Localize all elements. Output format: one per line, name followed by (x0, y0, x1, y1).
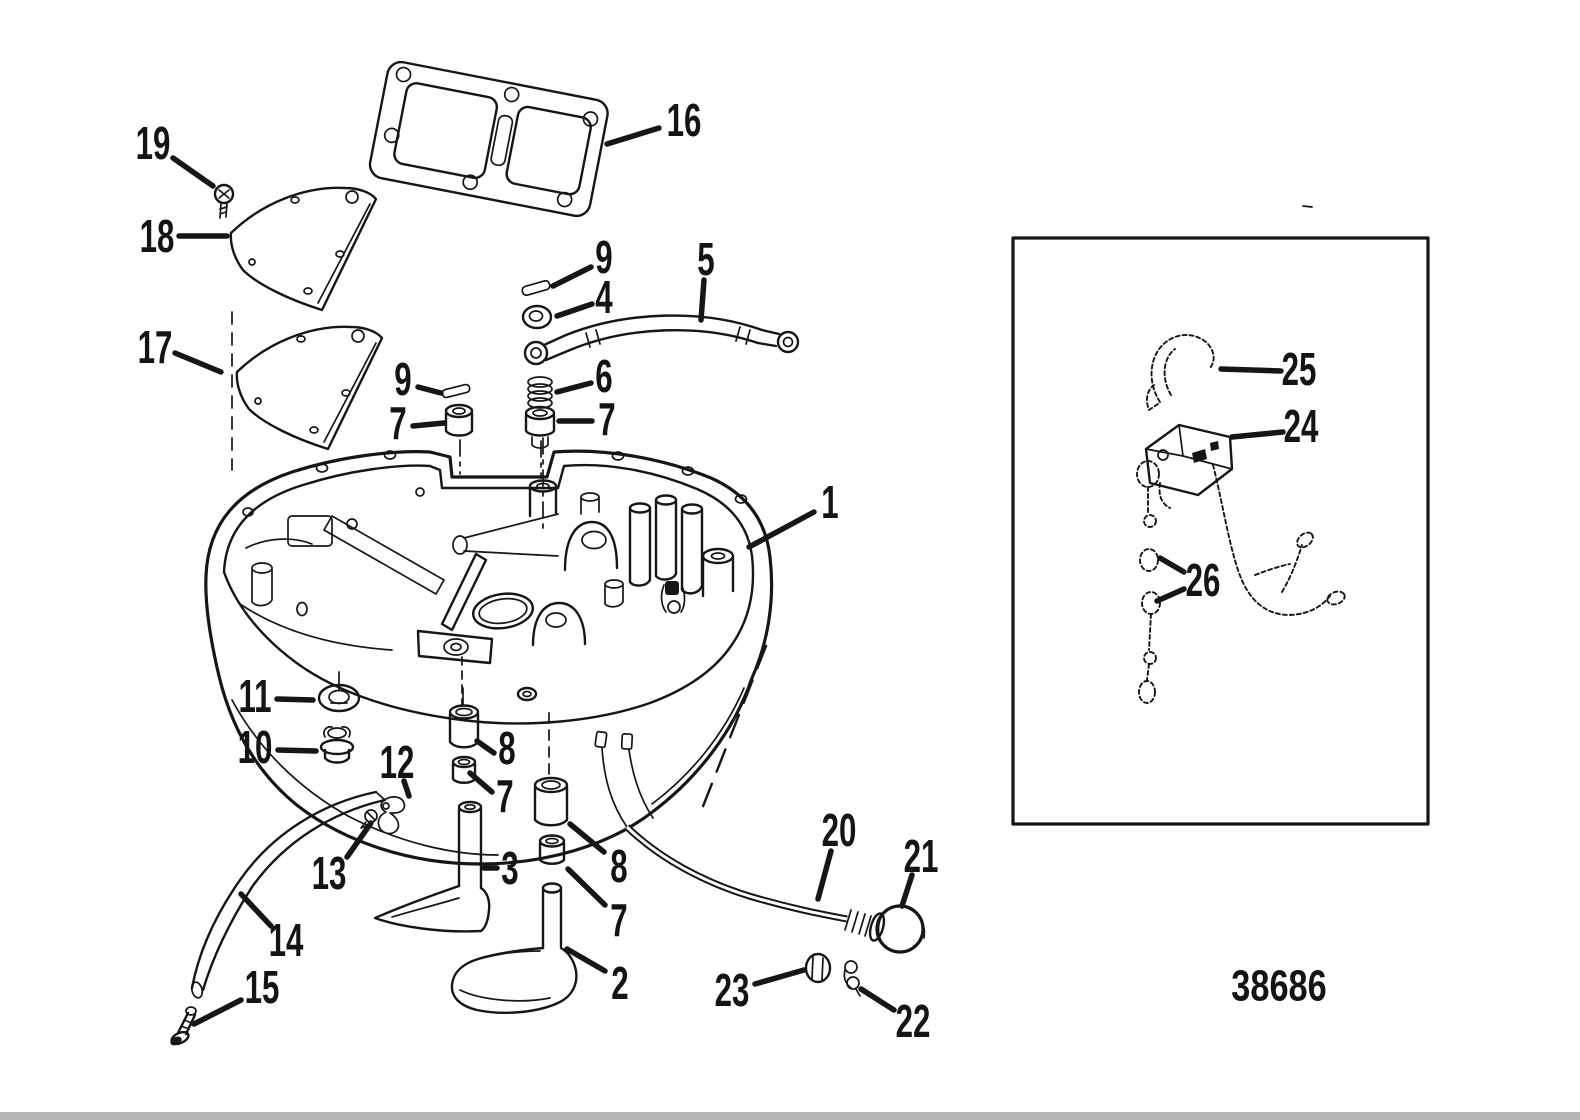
part-21-knob (875, 904, 926, 954)
inset-box (1011, 236, 1430, 826)
callout-part-7: 7 (389, 398, 406, 449)
part-16-gasket (368, 60, 609, 218)
callout-part-19: 19 (136, 118, 171, 169)
alignment-dashed-line (698, 644, 768, 816)
part-9-pin-left (441, 383, 471, 399)
part-25-bracket (1146, 334, 1215, 411)
part-12-clamp (377, 796, 406, 835)
leader-line-part-17 (172, 350, 224, 375)
callout-part-24: 24 (1284, 401, 1319, 452)
leader-line-part-7 (565, 866, 608, 908)
leader-line-part-9 (550, 264, 594, 289)
part-2-drain-spout (450, 882, 578, 1015)
part-11-grommet (317, 671, 361, 713)
leader-line-part-5 (698, 277, 707, 323)
callout-part-21: 21 (904, 831, 939, 882)
part-7-bushing-mid (451, 755, 477, 784)
part-19-screw (213, 183, 235, 219)
leader-line-part-15 (191, 997, 244, 1027)
callout-part-3: 3 (501, 843, 518, 894)
part-4-washer (521, 304, 553, 330)
leader-line-part-26 (1157, 555, 1187, 575)
part-22-clip (843, 960, 861, 997)
leader-line-part-12 (401, 778, 412, 799)
leader-line-part-9 (415, 384, 444, 396)
callout-part-1: 1 (821, 477, 838, 528)
part-15-screw (170, 1006, 197, 1046)
part-9-pin-top (521, 279, 551, 297)
callout-part-2: 2 (611, 958, 628, 1009)
callout-part-22: 22 (896, 996, 931, 1047)
part-5-ground-strap (523, 314, 800, 366)
callout-part-7: 7 (496, 771, 513, 822)
leader-line-part-14 (238, 891, 274, 929)
callout-part-11: 11 (238, 671, 271, 722)
callout-part-12: 12 (380, 737, 415, 788)
leader-line-part-20 (815, 848, 834, 902)
callout-part-15: 15 (245, 962, 280, 1013)
part-7-bushing-right (524, 405, 556, 449)
leader-line-part-2 (564, 946, 608, 974)
leader-line-part-7 (410, 420, 447, 429)
callout-part-23: 23 (715, 965, 750, 1016)
part-23-grommet (804, 952, 832, 984)
callout-part-9: 9 (595, 232, 612, 283)
part-14-hose (190, 790, 387, 999)
part-10-plug (319, 726, 355, 764)
leader-line-part-19 (170, 155, 216, 189)
part-7-bushing-low (538, 834, 566, 865)
leader-line-part-24 (1229, 429, 1286, 440)
leader-line-part-16 (604, 125, 662, 147)
part-24-switch (1144, 423, 1234, 509)
callout-part-18: 18 (140, 211, 175, 262)
leader-line-part-22 (858, 986, 897, 1013)
leader-line-part-7 (467, 770, 495, 795)
leader-line-part-21 (899, 872, 915, 909)
leader-line-part-8 (567, 821, 607, 855)
callout-part-8: 8 (498, 723, 515, 774)
part-3-drain-tube (373, 800, 491, 933)
part-8-bushing-left (448, 704, 480, 749)
callout-part-7: 7 (598, 394, 615, 445)
part-18-plate (229, 186, 378, 312)
leader-line-part-4 (554, 301, 595, 319)
callout-part-13: 13 (312, 848, 347, 899)
callout-part-9: 9 (394, 354, 411, 405)
leader-line-part-13 (344, 820, 374, 860)
part-6-spring (527, 376, 553, 409)
part-1-bottom-cowl (204, 437, 774, 866)
leader-line-part-6 (554, 380, 594, 395)
callout-part-26: 26 (1186, 555, 1221, 606)
callout-part-25: 25 (1282, 344, 1317, 395)
leader-line-part-1 (746, 509, 817, 550)
leader-line-part-10 (275, 747, 319, 754)
part-8-bushing-right (533, 776, 569, 827)
part-17-plate (235, 325, 384, 451)
leader-line-part-11 (274, 696, 316, 703)
callout-part-17: 17 (138, 322, 173, 373)
callout-part-7: 7 (610, 895, 627, 946)
footer-bar (0, 1112, 1580, 1120)
callout-part-8: 8 (610, 841, 627, 892)
drawing-number: 38686 (1231, 961, 1326, 1010)
leader-line-part-8 (474, 738, 497, 756)
callout-part-5: 5 (697, 234, 714, 285)
callout-part-14: 14 (269, 915, 304, 966)
callout-part-6: 6 (595, 351, 612, 402)
callout-part-16: 16 (667, 95, 702, 146)
part-20-cable-assembly (594, 730, 886, 942)
callout-part-10: 10 (238, 722, 273, 773)
callout-part-4: 4 (595, 272, 612, 323)
leader-line-part-25 (1218, 366, 1284, 374)
stray-mark (1302, 205, 1313, 208)
part-26-leads (1136, 460, 1346, 704)
callout-part-20: 20 (822, 805, 857, 856)
part-7-bushing-left (444, 403, 474, 437)
leader-line-part-26 (1154, 586, 1187, 604)
leader-line-part-23 (752, 967, 807, 987)
